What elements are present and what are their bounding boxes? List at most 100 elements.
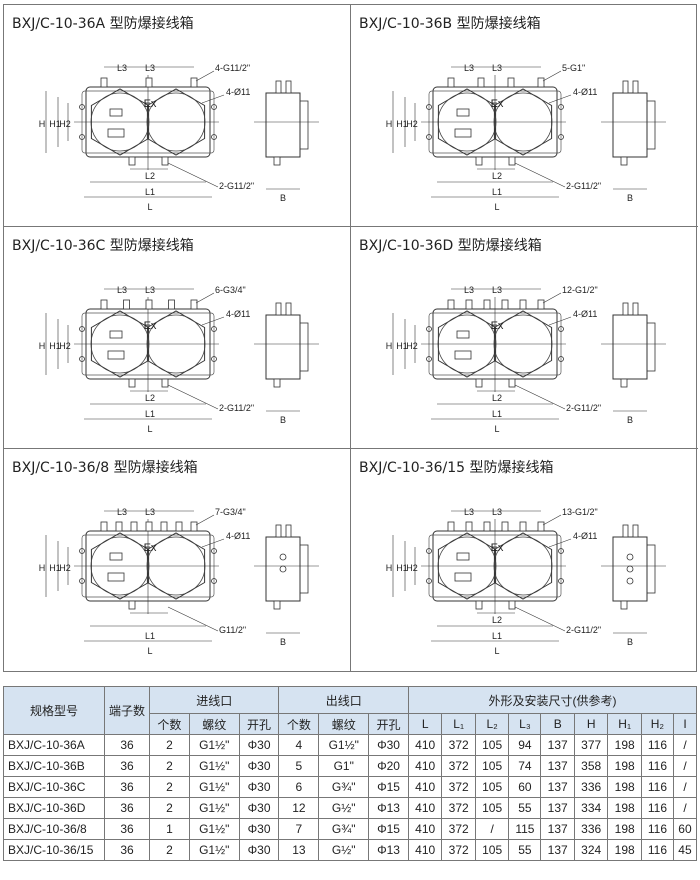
nameplate [454,572,472,582]
gland-top [519,299,527,310]
table-cell: 372 [441,818,476,840]
table-cell: 198 [607,776,642,798]
nameplate [107,128,125,138]
gland-side [275,302,282,316]
gland-top [483,299,491,310]
callout-holes: 4-Ø11 [573,87,597,97]
table-cell: 137 [540,755,575,777]
table-cell: 105 [474,755,510,777]
table-cell: / [474,818,510,840]
gland-side [632,302,639,316]
mount-hole [211,104,217,110]
dim-label-l1: L1 [492,631,502,641]
gland-top [501,299,509,310]
table-cell: 137 [540,797,575,819]
table-cell: G1½" [318,734,370,756]
dim-label-b: B [280,193,286,203]
gland-top [123,299,130,310]
table-cell: 410 [407,755,443,777]
table-cell: BXJ/C-10-36D [3,797,105,819]
callout-glands-bottom: 2-G11/2" [219,403,254,413]
nameplate [107,572,125,582]
ex-mark: Ex [491,320,504,332]
gland-bottom [128,378,136,388]
mount-hole [558,548,564,554]
table-cell: 324 [573,839,609,861]
dim-label-l2: L2 [492,171,502,181]
gland-top [115,521,123,532]
dim-label-h: H [386,341,393,351]
table-cell: 410 [407,776,443,798]
dim-label-l: L [147,424,152,434]
nameplate [109,108,123,117]
nameplate [107,350,125,360]
header-model: 规格型号 [3,686,105,735]
dim-label-l3: L3 [117,507,127,517]
table-cell: 372 [441,734,476,756]
table-cell: 372 [441,797,476,819]
table-cell: 116 [640,755,674,777]
diagram-title: BXJ/C-10-36/8 型防爆接线箱 [12,460,198,476]
dim-label-l3: L3 [492,63,502,73]
gland-top [477,77,485,88]
table-cell: / [672,776,698,798]
table-cell: Φ20 [368,755,409,777]
gland-top [100,521,108,532]
table-cell: G¾" [318,776,370,798]
gland-side [620,600,628,610]
table-cell: 4 [278,734,320,756]
mount-hole [211,326,217,332]
gland-side [632,524,639,538]
gland-bottom [128,600,136,610]
table-cell: 36 [104,818,150,840]
gland-side [620,156,628,166]
dim-label-l: L [494,646,499,656]
table-cell: / [672,797,698,819]
gland-side [620,378,628,388]
hex-cover [90,88,150,156]
spec-table: 规格型号 端子数 进线口 出线口 外形及安装尺寸(供参考) 个数 螺纹 开孔 个… [3,686,698,861]
hex-cover [90,532,150,600]
nameplate [456,330,470,339]
dim-label-b: B [280,637,286,647]
hex-cover [493,310,553,378]
dim-label-l3: L3 [145,285,155,295]
gland-bottom [161,156,169,166]
leader-line [514,162,566,188]
enclosure-side [265,536,301,602]
table-cell: 5 [278,755,320,777]
leader-line [548,316,572,326]
hex-cover [493,532,553,600]
table-cell: G1½" [188,776,240,798]
table-cell: 116 [640,818,674,840]
header-L2: L₂ [474,713,510,735]
gland-bottom [475,156,483,166]
header-outlet: 出线口 [278,686,409,714]
nameplate [456,108,470,117]
side-cover [646,100,656,150]
table-cell: 2 [149,839,190,861]
dim-label-l1: L1 [145,409,155,419]
leader-line [201,538,225,548]
leader-line [542,514,562,526]
leader-line [195,292,215,304]
callout-glands-top: 12-G1/2" [562,285,598,295]
hex-cover [146,310,206,378]
table-cell: 1 [149,818,190,840]
callout-holes: 4-Ø11 [226,531,250,541]
gland-top [447,521,455,532]
header-count: 个数 [278,713,320,735]
leader-line [201,316,225,326]
dim-label-l2: L2 [492,393,502,403]
mount-hole [426,104,432,110]
side-cover [646,322,656,372]
header-I: I [672,713,698,735]
mount-hole [426,578,432,584]
